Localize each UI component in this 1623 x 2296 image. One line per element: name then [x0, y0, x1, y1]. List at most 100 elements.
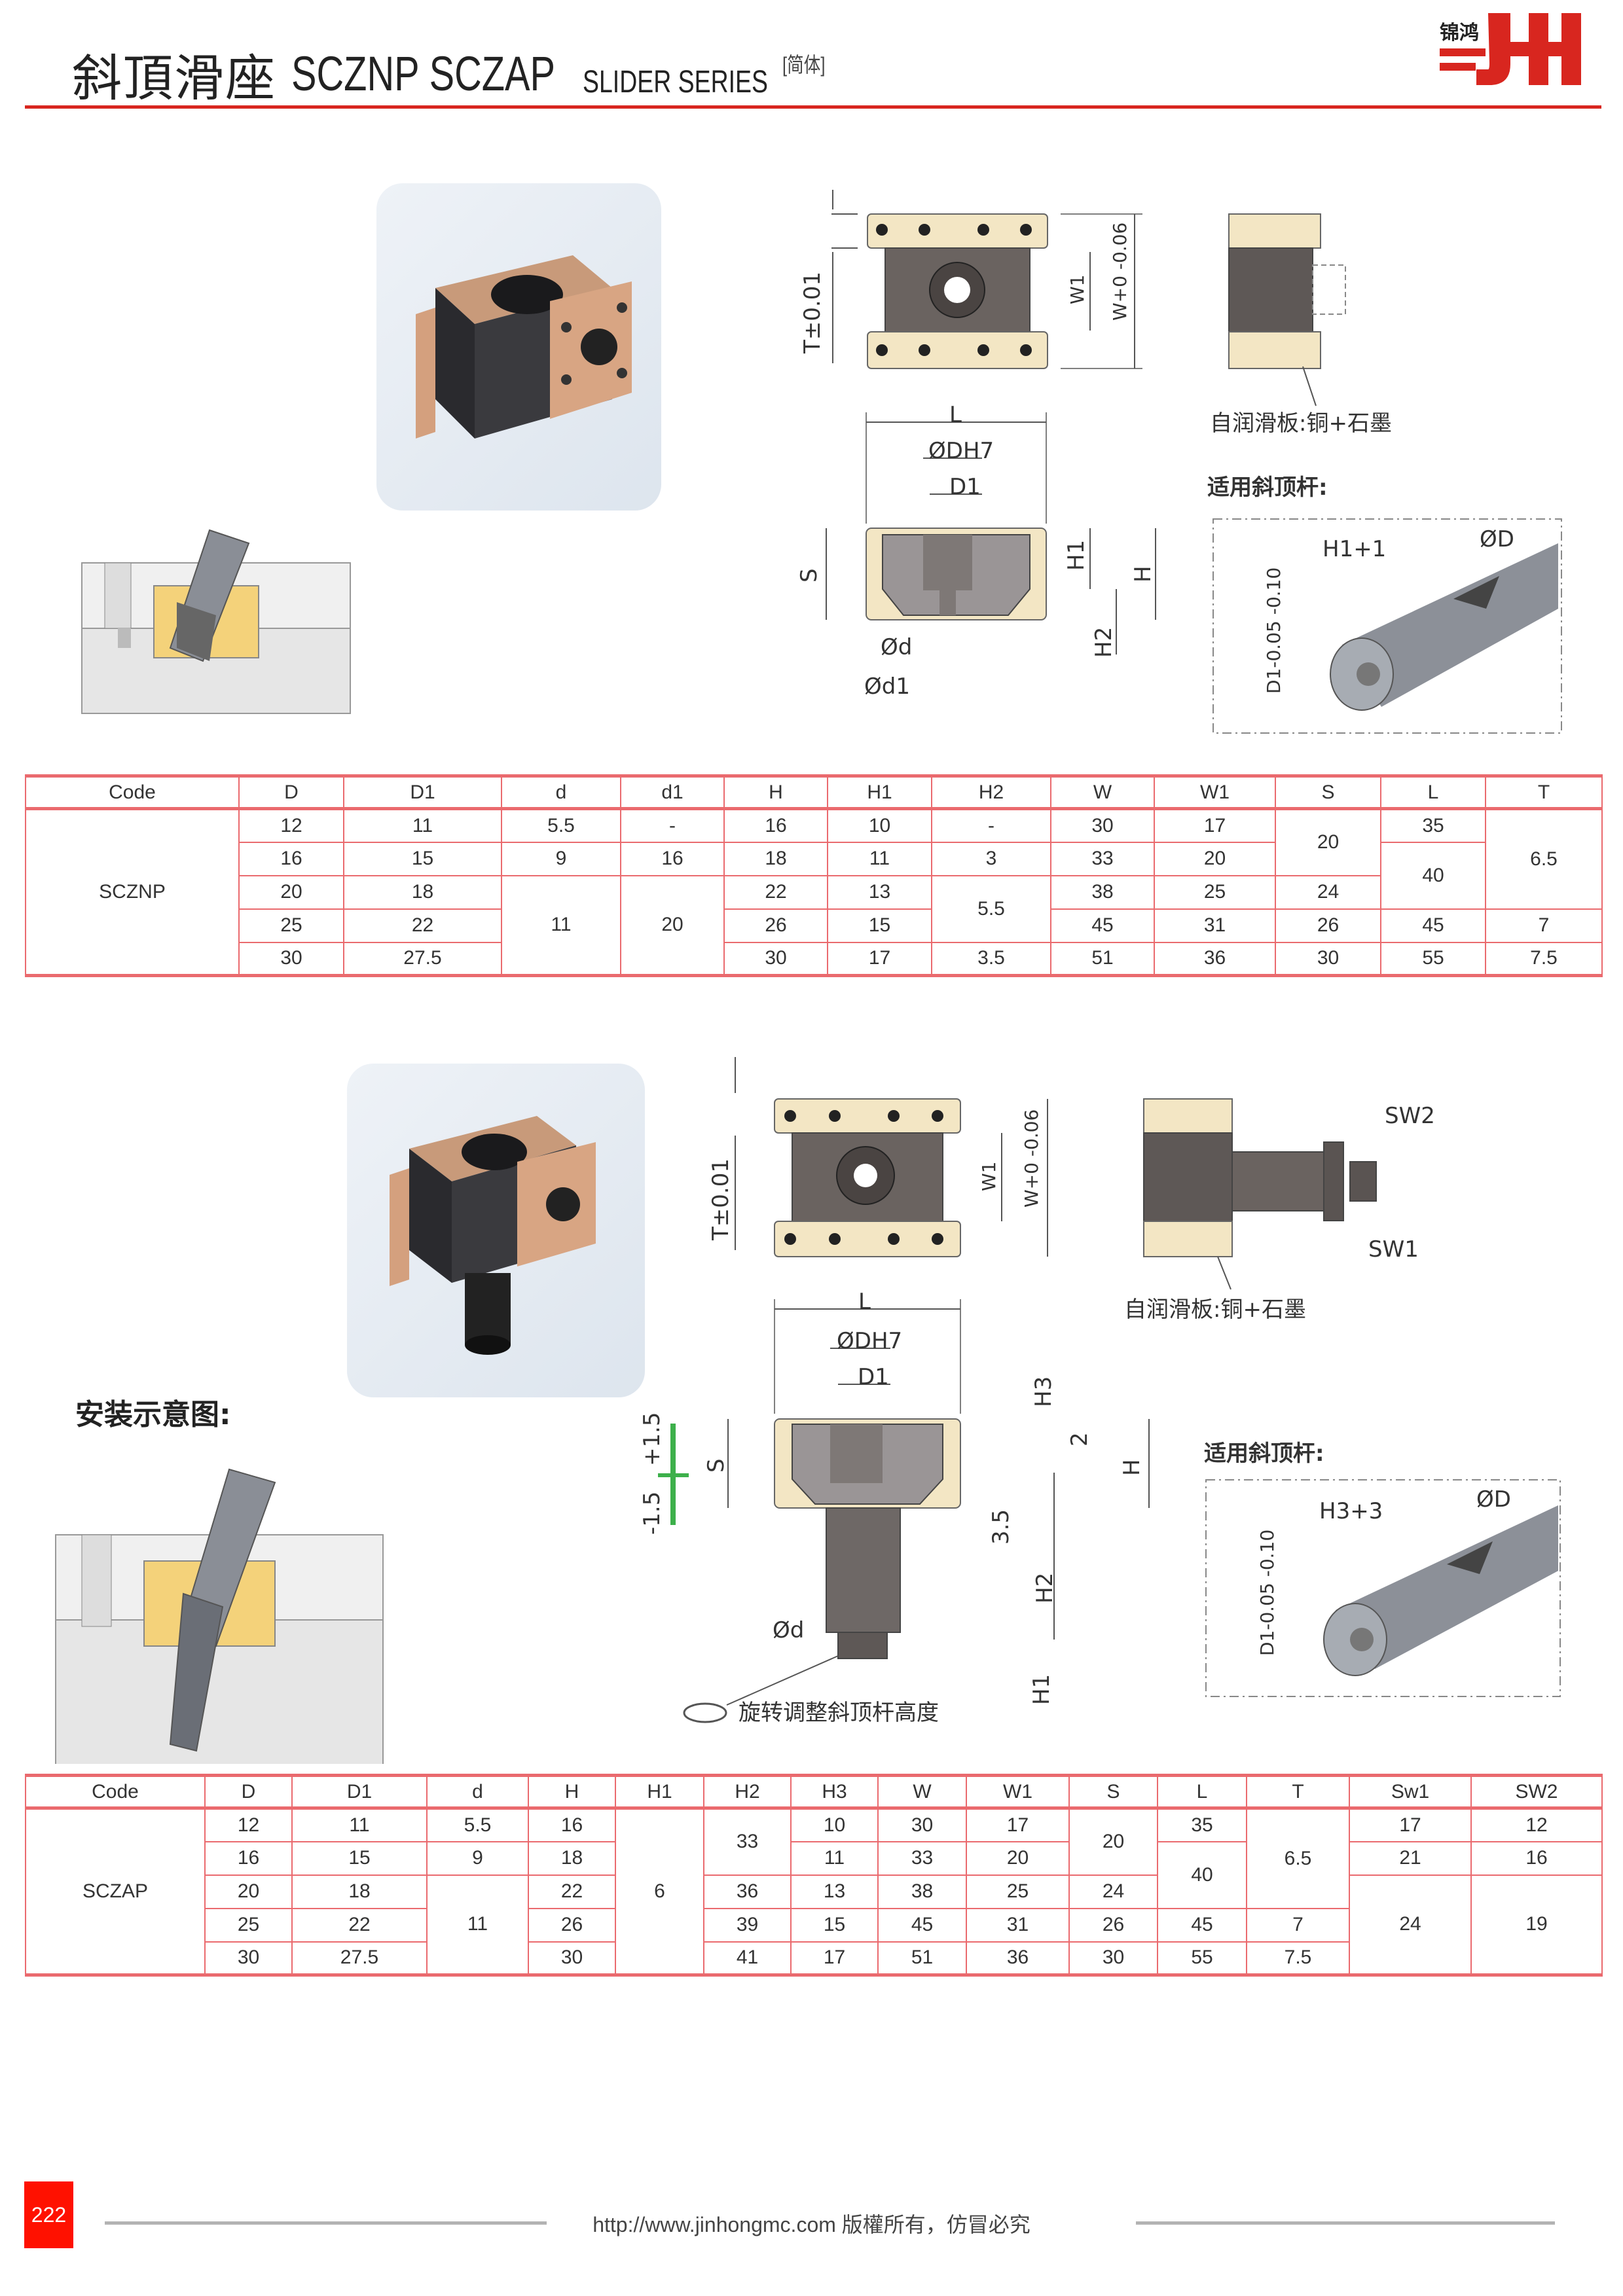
- table-cell: 18: [343, 874, 502, 910]
- table-cell: 3: [931, 841, 1051, 876]
- table-cell: 25: [204, 1907, 293, 1943]
- dim-d: Ød: [881, 634, 912, 660]
- table-cell: 30: [723, 941, 828, 977]
- footer-copyright: http://www.jinhongmc.com 版權所有，仿冒必究: [593, 2213, 1030, 2236]
- table-cell: 55: [1380, 941, 1486, 977]
- table-cell: 15: [291, 1840, 428, 1876]
- product-codes: SCZNP SCZAP: [291, 46, 556, 101]
- table-cell: 6.5: [1246, 1807, 1350, 1909]
- table-cell: 27.5: [291, 1941, 428, 1976]
- table-cell: 20: [1275, 808, 1381, 876]
- table-cell: 39: [703, 1907, 792, 1943]
- table-cell: 25: [966, 1874, 1070, 1909]
- table-cell: 26: [1275, 908, 1381, 943]
- column-header: D1: [343, 775, 502, 810]
- table-cell: 26: [528, 1907, 616, 1943]
- technical-drawings-sczap: T±0.01 W1 W+0 -0.06 SW2 SW1 自润滑板:铜+石墨 适用…: [639, 1057, 1561, 1726]
- top-view: [831, 190, 1142, 369]
- product-photo-scznp: [376, 183, 661, 511]
- table-cell: 40: [1380, 841, 1486, 910]
- column-header: D: [204, 1774, 293, 1810]
- table-cell: 15: [790, 1907, 879, 1943]
- table-cell: 31: [1154, 908, 1276, 943]
- column-header: d1: [620, 775, 725, 810]
- table-cell: 18: [528, 1840, 616, 1876]
- table-cell: 25: [1154, 874, 1276, 910]
- table-cell: 33: [1050, 841, 1155, 876]
- column-header: H: [528, 1774, 616, 1810]
- column-header: D1: [291, 1774, 428, 1810]
- table-cell: 11: [790, 1840, 879, 1876]
- table-cell: 10: [827, 808, 932, 843]
- table-cell: 36: [966, 1941, 1070, 1976]
- table-cell: 11: [426, 1874, 529, 1976]
- table-cell: 7: [1485, 908, 1603, 943]
- table-cell: 30: [528, 1941, 616, 1976]
- series-name: SLIDER SERIES: [583, 65, 768, 99]
- table-cell: 24: [1068, 1874, 1158, 1909]
- dim-2: 2: [1067, 1432, 1093, 1446]
- table-cell: 30: [238, 941, 344, 977]
- table-cell: 16: [238, 841, 344, 876]
- table-cell: 11: [343, 808, 502, 843]
- dim-sw2: SW2: [1385, 1103, 1435, 1129]
- table-cell: 17: [790, 1941, 879, 1976]
- table-cell: 7: [1246, 1907, 1350, 1943]
- table-cell: 17: [827, 941, 932, 977]
- dim-d1: D1: [858, 1364, 889, 1390]
- table-cell: 9: [501, 841, 621, 876]
- rod-title: 适用斜顶杆:: [1204, 1441, 1324, 1467]
- rod-dim-h: H1+1: [1322, 536, 1386, 562]
- ejector-rod-detail: [1213, 518, 1562, 734]
- header-divider: [25, 105, 1601, 109]
- column-header: H: [723, 775, 828, 810]
- top-view: [735, 1057, 1048, 1257]
- section-view: [658, 1299, 1150, 1723]
- table-cell: 51: [877, 1941, 967, 1976]
- table-cell: 7.5: [1485, 941, 1603, 977]
- column-header: Sw1: [1349, 1774, 1472, 1810]
- table-cell: 7.5: [1246, 1941, 1350, 1976]
- dim-h1: H1: [1029, 1674, 1055, 1705]
- table-cell: 30: [1068, 1941, 1158, 1976]
- side-view: [1228, 213, 1346, 406]
- table-cell: -: [620, 808, 725, 843]
- table-cell: 15: [827, 908, 932, 943]
- column-header: L: [1157, 1774, 1247, 1810]
- table-cell: 51: [1050, 941, 1155, 977]
- language-variant: [简体]: [782, 53, 826, 77]
- column-header: D: [238, 775, 344, 810]
- dim-h1: H1: [1063, 540, 1089, 571]
- column-header: Code: [25, 1774, 206, 1810]
- adjust-plus: +1.5: [639, 1412, 665, 1466]
- dim-d1: D1: [949, 474, 981, 500]
- table-cell: 19: [1470, 1874, 1603, 1976]
- footer-rule-left: [105, 2221, 547, 2225]
- table-cell: 11: [827, 841, 932, 876]
- table-cell: 20: [620, 874, 725, 977]
- table-cell: 30: [877, 1807, 967, 1842]
- column-header: W1: [966, 1774, 1070, 1810]
- column-header: W: [1050, 775, 1155, 810]
- column-header: H1: [827, 775, 932, 810]
- dim-h2: H2: [1091, 627, 1117, 658]
- rod-dim-d1: D1-0.05 -0.10: [1256, 1530, 1278, 1656]
- table-cell: 16: [204, 1840, 293, 1876]
- column-header: H2: [931, 775, 1051, 810]
- table-cell: 12: [1470, 1807, 1603, 1842]
- table-cell: 35: [1380, 808, 1486, 843]
- rod-dim-d: ØD: [1476, 1486, 1511, 1513]
- dim-h: H: [1119, 1459, 1145, 1476]
- table-cell: 6.5: [1485, 808, 1603, 910]
- table-cell: 22: [343, 908, 502, 943]
- table-cell: 25: [238, 908, 344, 943]
- rod-dim-d: ØD: [1480, 526, 1514, 552]
- plate-material-note: 自润滑板:铜+石墨: [1124, 1297, 1306, 1323]
